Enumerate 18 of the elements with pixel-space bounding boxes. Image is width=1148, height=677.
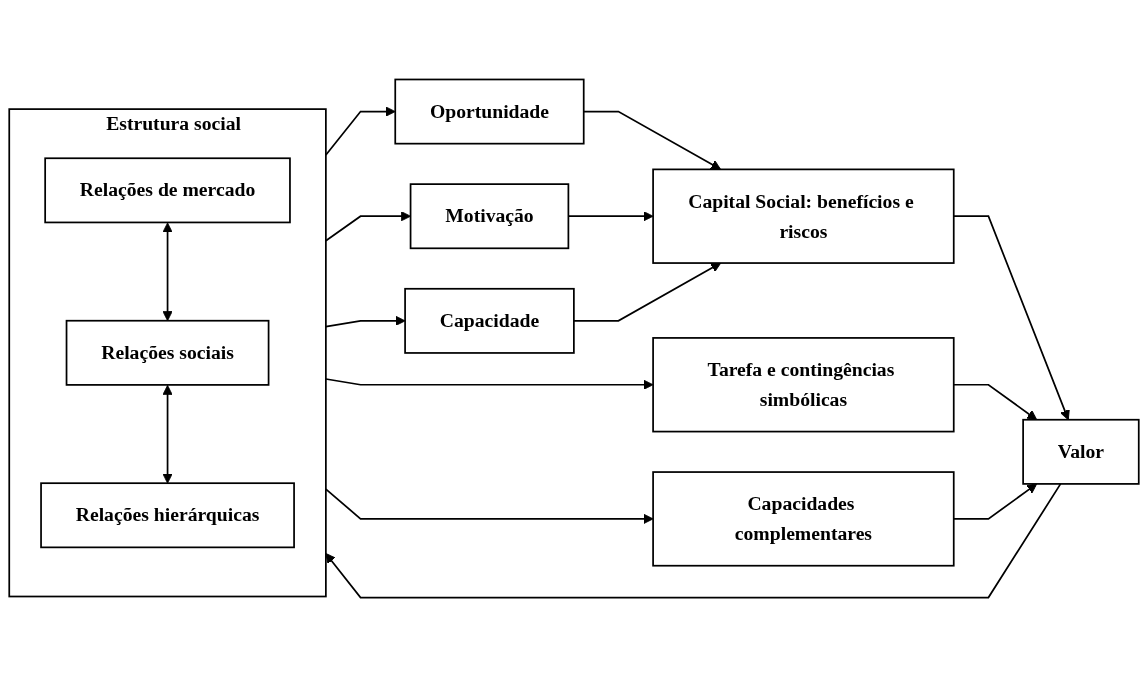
node-box: Capacidade <box>404 287 575 354</box>
arrow <box>162 384 173 484</box>
arrow <box>325 106 396 156</box>
node-box: Valor <box>1022 418 1140 485</box>
node-box: Relações hierárquicas <box>40 482 295 549</box>
arrow <box>573 262 722 322</box>
node-box: Motivação <box>409 183 570 250</box>
arrow <box>325 488 654 524</box>
node-box: Relações de mercado <box>44 157 291 224</box>
node-box: Tarefa e contingências simbólicas <box>652 337 955 433</box>
node-box: Relações sociais <box>65 319 270 386</box>
node-box: Oportunidade <box>394 78 585 145</box>
arrow <box>325 483 1062 599</box>
arrow <box>162 222 173 322</box>
node-box: Capacidades complementares <box>652 471 955 567</box>
arrow <box>325 315 406 328</box>
arrow <box>325 378 654 390</box>
node-box: Capital Social: benefícios e riscos <box>652 168 955 264</box>
